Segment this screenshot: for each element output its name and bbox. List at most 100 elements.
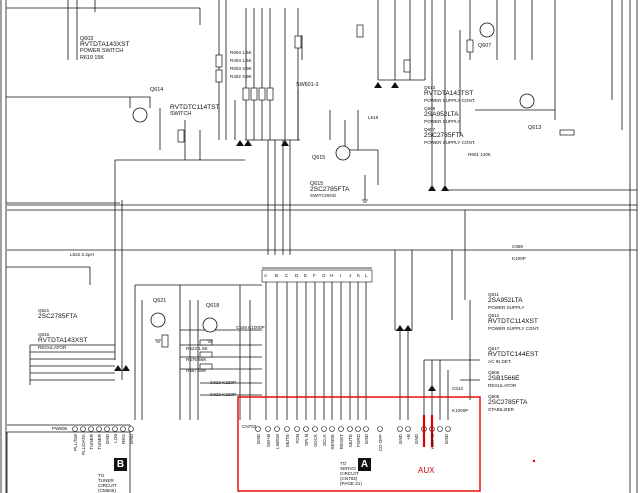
q603-part: RVTDTA143XST [80, 41, 130, 48]
q605-desc: STABILIZER [488, 407, 514, 412]
q613-label: Q613 [528, 125, 542, 131]
q606-part: 2SA952LTA [424, 111, 459, 118]
bus-letter: L [365, 273, 368, 278]
c649-label: C649 K1000P [236, 325, 265, 330]
connector-a-pin: SPLN [304, 434, 309, 447]
r404-label: R404 1.5K [230, 58, 252, 63]
c622-label: C622 K220P [210, 392, 237, 397]
r503-label: R503 3.9K [230, 66, 252, 71]
r623-label: R623 1.5K [186, 346, 208, 351]
q603-desc: POWER SWITCH [80, 48, 124, 54]
caption-line: CIRCUIT [340, 471, 359, 476]
connector-b-caption: TO TUNER CIRCUIT (CM605) [98, 473, 117, 493]
q606-desc: POWER SUPPLY [424, 119, 461, 124]
r604-label: R604 1.5K [230, 50, 252, 55]
q618-label: Q618 [206, 303, 220, 309]
bus-letter: D [295, 273, 299, 278]
connector-a-caption: TO SERVO CIRCUIT (CN702) (PAGE 21) [340, 461, 362, 486]
r601-label: R601 120K [468, 152, 491, 157]
caption-line: TO [340, 461, 347, 466]
connector-a-pin: GND [398, 434, 403, 445]
bus-letter-row: A B C D E F G H I J K L [262, 272, 372, 280]
l618-label: L618 [368, 115, 379, 120]
l622-label: L622 2.2μH [70, 252, 94, 257]
c659-value: K100P [512, 256, 526, 261]
q607-ref: Q607 [424, 127, 436, 132]
bus-letter: C [285, 273, 289, 278]
q621-label: Q621 [153, 298, 167, 304]
connector-b-pin: REG [121, 434, 126, 444]
connector-b-pins: PLL/SW PLL/DATA TUNER TUNER GND LO6 REG … [70, 434, 136, 456]
bus-letter: J [349, 273, 352, 278]
caption-line: (CN702) [340, 476, 358, 481]
q617-ref: Q617 [488, 346, 500, 351]
connector-b-pin: LO6 [113, 434, 118, 443]
connector-a-tag: A [358, 458, 371, 471]
connector-a-pin: SOCK [313, 434, 318, 448]
connector-a-pin: MUTE [348, 434, 353, 448]
sw601-label: SW601-3 [296, 82, 319, 88]
connector-a-pin: AUX+B [430, 434, 435, 450]
q611-desc: POWER SUPPLY [488, 305, 525, 310]
q615-part: 2SC2785FTA [310, 186, 350, 193]
c613-label: C613 [452, 386, 463, 391]
connector-b-pin: GND [105, 434, 110, 445]
q614-part: RVTDTC114TST [170, 104, 220, 111]
connector-b-tag: B [114, 458, 127, 471]
q612-ref: Q612 [488, 313, 500, 318]
bus-letter: G [322, 273, 326, 278]
caption-line: SERVO [340, 466, 356, 471]
connector-a-pin: FDN [295, 434, 300, 444]
connector-b-ref: PW605 [52, 426, 68, 431]
q614-label: Q614 [150, 87, 164, 93]
q613-ref: Q613 [424, 85, 436, 90]
ground-symbols [155, 199, 368, 343]
aux-label: AUX [418, 466, 435, 475]
q603-label: Q603 [80, 36, 94, 42]
q616-part: RVTDTA143XST [38, 337, 88, 344]
bus-lines [265, 270, 367, 420]
q607-desc: POWER SUPPLY CONT. [424, 140, 476, 145]
connector-b-pin: GND [129, 434, 134, 445]
connector-a-pin: FORD [356, 434, 361, 448]
c613-value: K1000P [452, 408, 469, 413]
connector-pins [72, 426, 451, 432]
connector-a-pin: RESET [339, 434, 344, 450]
bus-letter: A [264, 273, 268, 278]
connector-a-pin: GND [364, 434, 369, 445]
q615-ref: Q615 [310, 181, 324, 187]
c659-label: C659 [512, 244, 523, 249]
connector-a-pin: MUTE [285, 434, 290, 448]
r402-label: R402 3.9K [230, 74, 252, 79]
connector-a-pin: GND [256, 434, 261, 445]
q607-part: 2SC2785FTA [424, 132, 464, 139]
connector-a-pin: SENSE [330, 434, 335, 450]
bus-letter: H [330, 273, 334, 278]
connector-a-pin: LIMSW [275, 434, 280, 450]
r667-label: R667 56K [186, 368, 207, 373]
q616-ref: Q616 [38, 332, 50, 337]
q614-desc: SWITCH [170, 111, 192, 117]
q615-label: Q615 [312, 155, 326, 161]
q621-part: 2SC2785FTA [38, 313, 78, 320]
c623-label: C623 K220P [210, 380, 237, 385]
connector-a-ref: CN702 [242, 424, 257, 429]
connector-b-pin: TUNER [89, 434, 94, 450]
caption-line: TUNER [98, 478, 114, 483]
q606-ref: Q606 [424, 106, 436, 111]
highlight-box [237, 396, 481, 492]
r619-label: R619 15K [80, 55, 104, 61]
q615-desc: SWITCHING [310, 193, 337, 198]
resistors [161, 24, 575, 370]
connector-b-pin: PLL/DATA [81, 434, 86, 456]
q605-ref: Q605 [488, 394, 500, 399]
connector-a-pin: +B [406, 434, 411, 440]
r676-label: R676 56K [186, 357, 207, 362]
connector-b-pin: TUNER [97, 434, 102, 450]
q613-part: RVTDTA143TST [424, 90, 474, 97]
caption-line: CIRCUIT [98, 483, 117, 488]
q617-desc: AC IN DET. [488, 359, 512, 364]
q608-part: 2SB1566E [488, 375, 520, 382]
